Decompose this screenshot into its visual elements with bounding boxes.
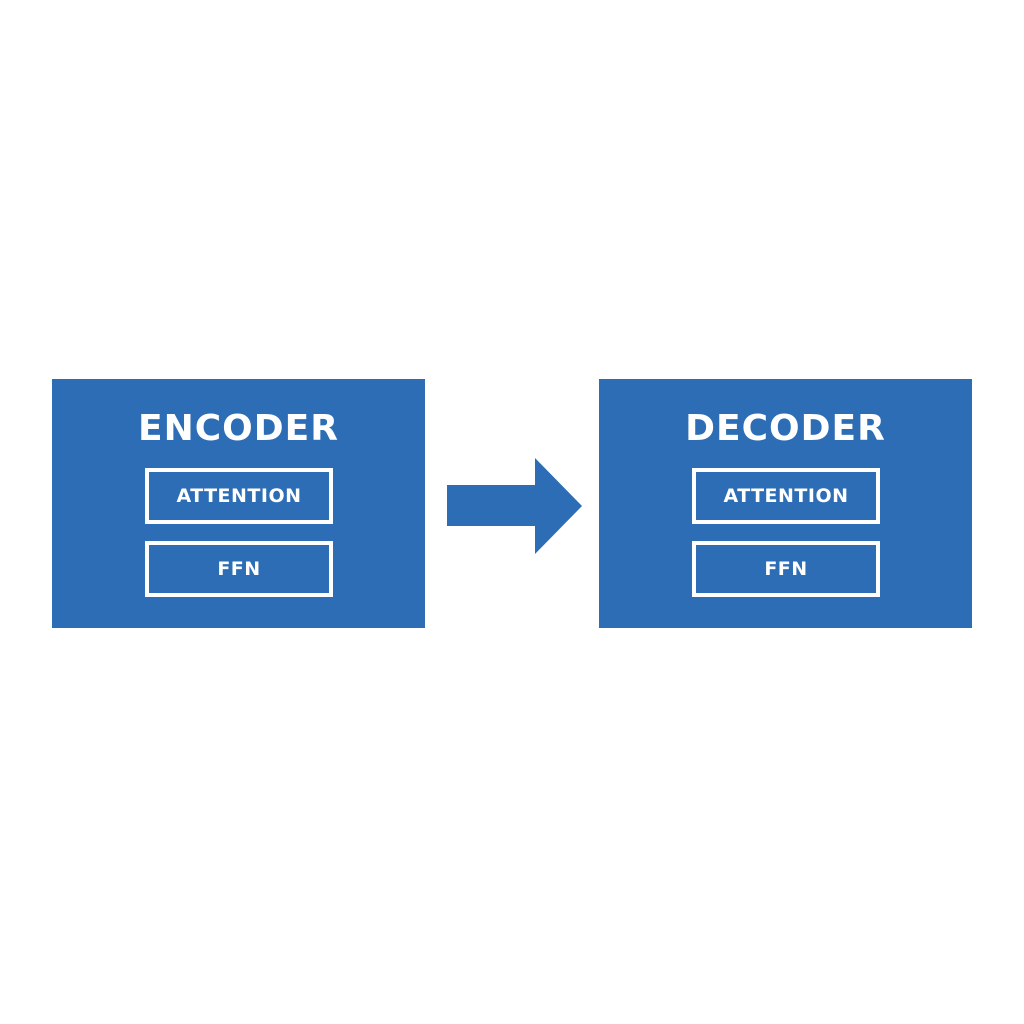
encoder-block: ENCODER ATTENTION FFN <box>52 379 425 628</box>
encoder-title: ENCODER <box>138 408 339 449</box>
encoder-ffn-layer: FFN <box>145 541 333 597</box>
right-arrow-icon <box>447 458 582 554</box>
decoder-attention-layer: ATTENTION <box>692 468 880 524</box>
decoder-title: DECODER <box>685 408 886 449</box>
decoder-ffn-layer: FFN <box>692 541 880 597</box>
encoder-attention-layer: ATTENTION <box>145 468 333 524</box>
decoder-block: DECODER ATTENTION FFN <box>599 379 972 628</box>
